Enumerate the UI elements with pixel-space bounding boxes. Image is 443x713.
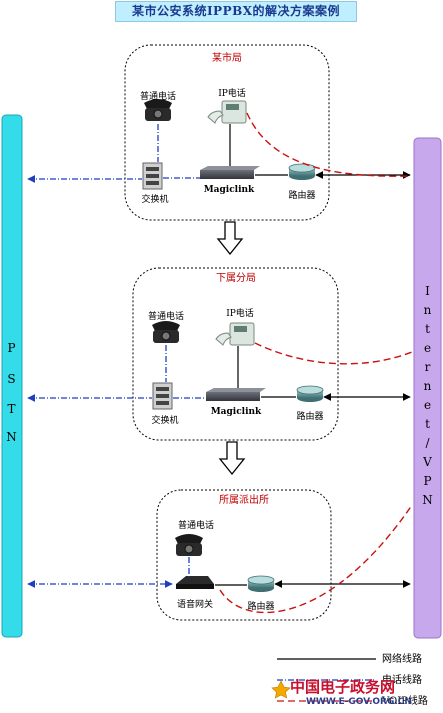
legend-phone-label: 电话线路	[382, 673, 422, 686]
internet-char: t	[425, 417, 431, 431]
zone3-links	[27, 504, 413, 614]
telephone-icon	[144, 99, 172, 121]
star-logo-icon	[271, 680, 291, 699]
pbx-label: 交换机	[151, 414, 178, 426]
internet-char: V	[422, 455, 433, 469]
internet-char: I	[425, 284, 431, 298]
zone-title: 下属分局	[216, 272, 256, 284]
zone-title: 所属派出所	[219, 493, 269, 506]
internet-char: P	[423, 474, 432, 488]
phone-label: 普通电话	[140, 90, 176, 102]
internet-char: n	[424, 379, 433, 393]
ip-phone-icon	[207, 100, 247, 124]
phone-label: 普通电话	[178, 519, 214, 531]
internet-char: n	[424, 303, 433, 317]
watermark-url: WWW.E-GOV.ORG.CN	[306, 697, 412, 707]
router-label: 路由器	[296, 410, 323, 422]
telephone-icon	[175, 534, 203, 556]
phone-label: 普通电话	[148, 310, 184, 322]
zone-title: 某市局	[212, 51, 242, 64]
internet-char: e	[424, 341, 432, 355]
router-icon	[288, 163, 316, 180]
pstn-char: S	[7, 372, 16, 386]
router-label: 路由器	[288, 189, 315, 201]
pstn-char: P	[7, 341, 16, 355]
pbx-label: 交换机	[141, 193, 168, 205]
legend-voip-label: VOIP线路	[381, 694, 428, 707]
ip-phone-label: IP电话	[218, 87, 246, 99]
pstn-char: N	[6, 430, 18, 444]
legend-network-label: 网络线路	[382, 652, 422, 665]
pbx-icon	[142, 162, 163, 190]
router-icon	[247, 575, 275, 592]
internet-char: r	[425, 360, 432, 374]
magiclink-label: Magiclink	[204, 185, 255, 195]
legend: 网络线路 电话线路 VOIP线路	[277, 652, 428, 707]
down-arrow	[218, 441, 246, 476]
gateway-label: 语音网关	[177, 598, 213, 610]
zone-city-bureau: 某市局 普通电话 IP电话 交换机 Magiclink	[124, 44, 330, 221]
internet-vpn-bar: I n t e r n e t / V P N	[413, 137, 442, 639]
zone1-links	[27, 112, 412, 183]
watermark-text: 中国电子政务网	[290, 678, 396, 696]
internet-char: e	[424, 398, 432, 412]
internet-char: N	[422, 493, 434, 507]
gateway-icon	[176, 576, 214, 589]
telephone-icon	[152, 321, 180, 343]
diagram-title: 某市公安系统IPPBX的解决方案案例	[115, 1, 357, 22]
magiclink-icon	[200, 166, 260, 179]
internet-char: t	[425, 322, 431, 336]
pbx-icon	[152, 382, 173, 410]
router-label: 路由器	[247, 600, 274, 612]
pstn-bar: P S T N	[1, 114, 23, 638]
ip-phone-icon	[215, 322, 255, 346]
magiclink-label: Magiclink	[211, 407, 262, 417]
ip-phone-label: IP电话	[226, 307, 254, 319]
zone-sub-bureau: 下属分局 普通电话 IP电话 交换机 Magiclink	[132, 267, 339, 441]
internet-char: /	[425, 436, 430, 450]
zone2-links	[27, 342, 413, 402]
pstn-char: T	[7, 402, 16, 416]
router-icon	[296, 385, 324, 402]
magiclink-icon	[206, 388, 266, 401]
zone-police-station: 所属派出所 普通电话 语音网关 路由器	[156, 489, 332, 621]
down-arrow	[216, 221, 244, 256]
